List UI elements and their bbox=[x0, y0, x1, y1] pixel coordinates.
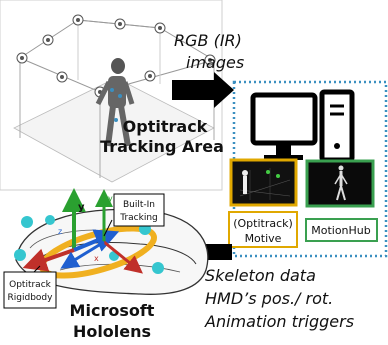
builtin-tracking-box bbox=[113, 193, 165, 227]
rigidbody-line1: Optitrack bbox=[9, 280, 52, 290]
camera-icon bbox=[204, 54, 216, 66]
camera-icon bbox=[144, 70, 156, 82]
motionhub-label-box bbox=[305, 218, 378, 242]
rigidbody-line2: Rigidbody bbox=[8, 293, 54, 303]
hololens-illustration: y y z x bbox=[14, 188, 209, 295]
animation-triggers-label: Animation triggers bbox=[204, 312, 354, 331]
axis-y-label: y bbox=[108, 194, 113, 203]
hmd-pos-rot-label: HMD’s pos./ rot. bbox=[205, 289, 333, 308]
skeleton-data-label: Skeleton data bbox=[205, 266, 316, 285]
builtin-tracking-line1: Built-In bbox=[123, 200, 155, 210]
tracking-area-label-line2: Tracking Area bbox=[100, 137, 224, 156]
motive-label-line1: (Optitrack) bbox=[233, 217, 293, 230]
motive-screenshot bbox=[229, 158, 298, 207]
tracking-area-label-line1: Optitrack bbox=[123, 117, 208, 136]
rgb-ir-label: RGB (IR) bbox=[174, 31, 242, 50]
camera-icon bbox=[16, 52, 28, 64]
tracking-area-illustration: Optitrack Tracking Area bbox=[0, 0, 224, 191]
motive-label-line2: Motive bbox=[245, 232, 282, 245]
hololens-label-line2: Hololens bbox=[73, 322, 151, 341]
motionhub-label: MotionHub bbox=[311, 224, 371, 237]
camera-icon bbox=[114, 18, 126, 30]
motive-label-box bbox=[228, 211, 298, 248]
axis-x-label: x bbox=[94, 254, 99, 263]
camera-icon bbox=[56, 71, 68, 83]
axis-y-label: y bbox=[78, 202, 85, 213]
motionhub-screenshot bbox=[305, 159, 375, 208]
rgb-arrow bbox=[172, 72, 234, 108]
computer-icon bbox=[250, 89, 355, 163]
hololens-label-line1: Microsoft bbox=[70, 301, 155, 320]
optitrack-rigidbody-box bbox=[3, 271, 57, 309]
images-label: images bbox=[186, 53, 244, 72]
builtin-tracking-line2: Tracking bbox=[119, 213, 157, 223]
axis-z-label: z bbox=[58, 227, 62, 236]
camera-icon bbox=[154, 22, 166, 34]
person-with-hmd-figure bbox=[95, 58, 135, 147]
camera-icon bbox=[72, 14, 84, 26]
camera-icon bbox=[42, 34, 54, 46]
